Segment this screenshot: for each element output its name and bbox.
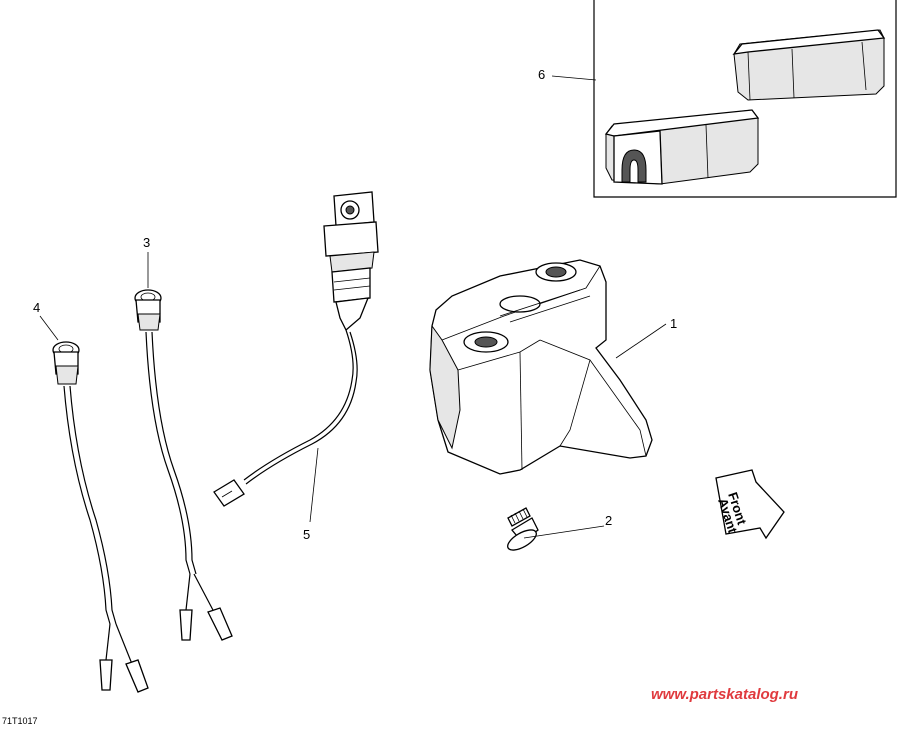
- callout-4: 4: [33, 300, 40, 315]
- watermark: www.partskatalog.ru: [651, 686, 798, 703]
- cap-lower: [604, 109, 760, 185]
- callout-6: 6: [538, 67, 545, 82]
- callout-2: 2: [605, 513, 612, 528]
- housing-part-1: [429, 259, 653, 475]
- leader-lines: [39, 75, 667, 539]
- connector-part-3: [134, 289, 233, 641]
- callout-3: 3: [143, 235, 150, 250]
- callout-1: 1: [670, 316, 677, 331]
- front-direction-arrow: Front Avant: [715, 469, 785, 540]
- reference-code: 71T1017: [2, 716, 38, 726]
- inset-frame-part-6: [593, 0, 897, 198]
- connector-part-4: [52, 341, 149, 693]
- screw-part-2: [507, 507, 539, 551]
- sensor-part-5: [213, 191, 379, 507]
- cap-upper: [732, 29, 886, 101]
- callout-5: 5: [303, 527, 310, 542]
